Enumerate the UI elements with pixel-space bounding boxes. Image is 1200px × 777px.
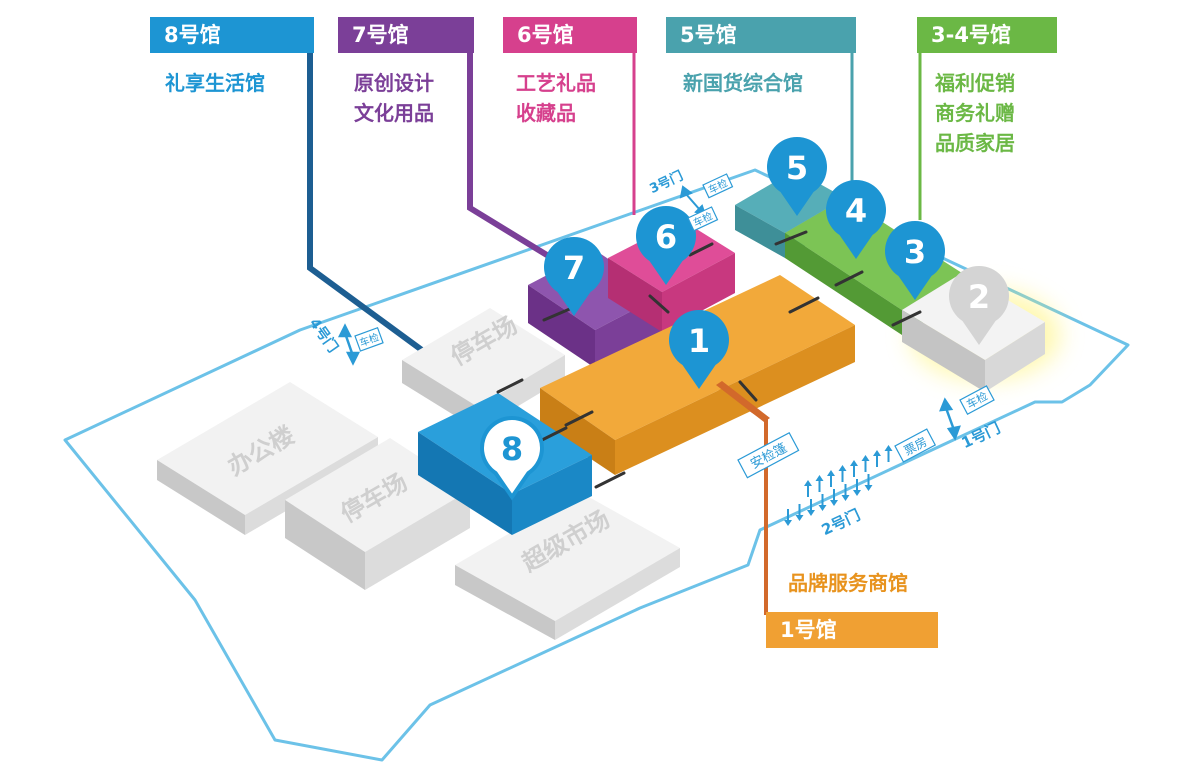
gate1-label: 1号门	[959, 419, 1003, 452]
vehicle-check-3: 车检	[702, 173, 734, 199]
hall-6-desc: 工艺礼品 收藏品	[516, 71, 596, 125]
hall-pin-1[interactable]: 1	[669, 309, 730, 389]
hall7-leader	[467, 52, 557, 263]
down-arrow-icon	[830, 489, 838, 506]
hall-pin-7[interactable]: 7	[544, 236, 605, 316]
hall-5-tag[interactable]: 5号馆	[666, 17, 856, 53]
down-arrow-icon	[795, 504, 804, 521]
hall-1-desc: 品牌服务商馆	[788, 571, 908, 595]
hall-34-desc: 福利促销 商务礼赠 品质家居	[935, 71, 1015, 155]
vehicle-check-4: 车检	[354, 327, 384, 352]
hall-pin-label: 5	[786, 149, 808, 187]
gate4-label: 4号门	[306, 315, 342, 356]
hall-pin-8[interactable]: 8	[480, 415, 544, 501]
up-arrow-icon	[815, 475, 824, 492]
security-tent-bar	[716, 381, 770, 422]
hall-pin-2[interactable]: 2	[949, 265, 1009, 345]
hall-pin-6[interactable]: 6	[636, 205, 696, 285]
down-arrow-icon	[807, 499, 815, 516]
down-arrow-icon	[841, 484, 850, 501]
hall-pin-5[interactable]: 5	[767, 136, 828, 216]
hall-7-tag[interactable]: 7号馆	[338, 17, 474, 53]
up-arrow-icon	[827, 470, 835, 487]
gate3-label: 3号门	[647, 168, 686, 197]
up-arrow-icon	[838, 465, 847, 482]
map-pins: 8 7 6 543 2 1	[480, 136, 1009, 501]
vehicle-check-1: 车检	[959, 385, 995, 415]
up-arrow-icon	[850, 460, 858, 477]
hall-7-desc: 原创设计 文化用品	[354, 71, 434, 125]
vehicle-check-3b: 车检	[687, 206, 719, 232]
hall-pin-label: 2	[968, 278, 990, 316]
hall-34-tag[interactable]: 3-4号馆	[917, 17, 1057, 53]
hall-pin-label: 1	[688, 322, 710, 360]
supermarket-building[interactable]	[455, 492, 680, 640]
hall-pin-3[interactable]: 3	[885, 220, 946, 300]
down-arrow-icon	[818, 494, 827, 511]
hall-1-tag[interactable]: 1号馆	[766, 612, 938, 648]
hall-8-tag[interactable]: 8号馆	[150, 17, 314, 53]
hall-pin-label: 6	[655, 218, 677, 256]
hall-pin-label: 8	[501, 430, 523, 468]
up-arrow-icon	[884, 445, 893, 462]
up-arrow-icon	[804, 480, 812, 497]
security-tent: 安检篷	[737, 431, 800, 479]
hall-pin-label: 4	[845, 192, 867, 230]
hall-pin-label: 7	[563, 249, 585, 287]
down-arrow-icon	[864, 474, 873, 491]
hall-pin-label: 3	[904, 233, 926, 271]
gate2-label: 2号门	[819, 506, 863, 539]
hall-6-tag[interactable]: 6号馆	[503, 17, 637, 53]
connection-arrows	[496, 230, 922, 489]
hall-pin-4[interactable]: 4	[826, 179, 887, 259]
gate1-arrow	[939, 397, 961, 441]
gate4-arrow	[337, 323, 361, 366]
hall-5-desc: 新国货综合馆	[683, 71, 803, 95]
gate2-arrows	[784, 445, 893, 526]
up-arrow-icon	[861, 455, 870, 472]
down-arrow-icon	[853, 479, 861, 496]
down-arrow-icon	[784, 509, 792, 526]
hall-8-desc: 礼享生活馆	[165, 71, 265, 95]
up-arrow-icon	[873, 450, 881, 467]
